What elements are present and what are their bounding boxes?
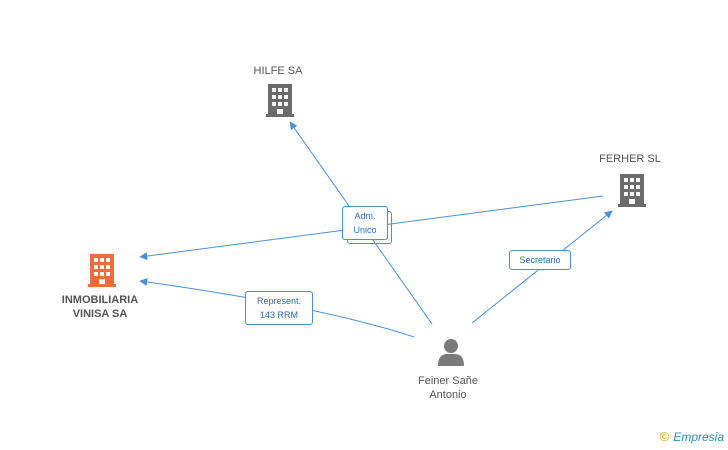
company-name-ferher: FERHER SL — [599, 153, 661, 165]
person-name-line2: Antonio — [429, 389, 467, 401]
edge-label-adm-line2: Unico — [353, 225, 377, 235]
person-icon — [438, 339, 464, 366]
company-name-inmobiliaria-line1: INMOBILIARIA — [61, 294, 139, 306]
company-name-inmobiliaria-line2: VINISA SA — [72, 308, 128, 320]
person-label[interactable]: Feiner Sañe Antonio — [398, 374, 498, 402]
brand-logo[interactable]: ©Empresia — [660, 429, 724, 444]
person-name-line1: Feiner Sañe — [418, 375, 478, 387]
brand-name: Empresia — [673, 430, 724, 444]
company-name-hilfe: HILFE SA — [253, 65, 303, 77]
edge-label-adm-unico[interactable]: Adm. Unico — [342, 206, 392, 244]
building-icon-hilfe — [266, 84, 294, 117]
edge-label-secretario[interactable]: Secretario — [509, 250, 571, 270]
edge-label-represent-line2: 143 RRM — [259, 310, 298, 320]
building-icon-ferher — [618, 174, 646, 207]
edge-label-represent[interactable]: Represent. 143 RRM — [245, 291, 313, 325]
edge-label-adm-line1: Adm. — [354, 211, 376, 221]
company-label-ferher[interactable]: FERHER SL — [588, 152, 672, 166]
edge-label-secretario-text: Secretario — [519, 255, 561, 265]
company-label-inmobiliaria[interactable]: INMOBILIARIA VINISA SA — [50, 293, 150, 321]
building-icon-inmobiliaria — [88, 254, 116, 287]
company-label-hilfe[interactable]: HILFE SA — [238, 64, 318, 78]
edge-label-represent-line1: Represent. — [256, 296, 302, 306]
copyright-symbol: © — [659, 429, 670, 444]
